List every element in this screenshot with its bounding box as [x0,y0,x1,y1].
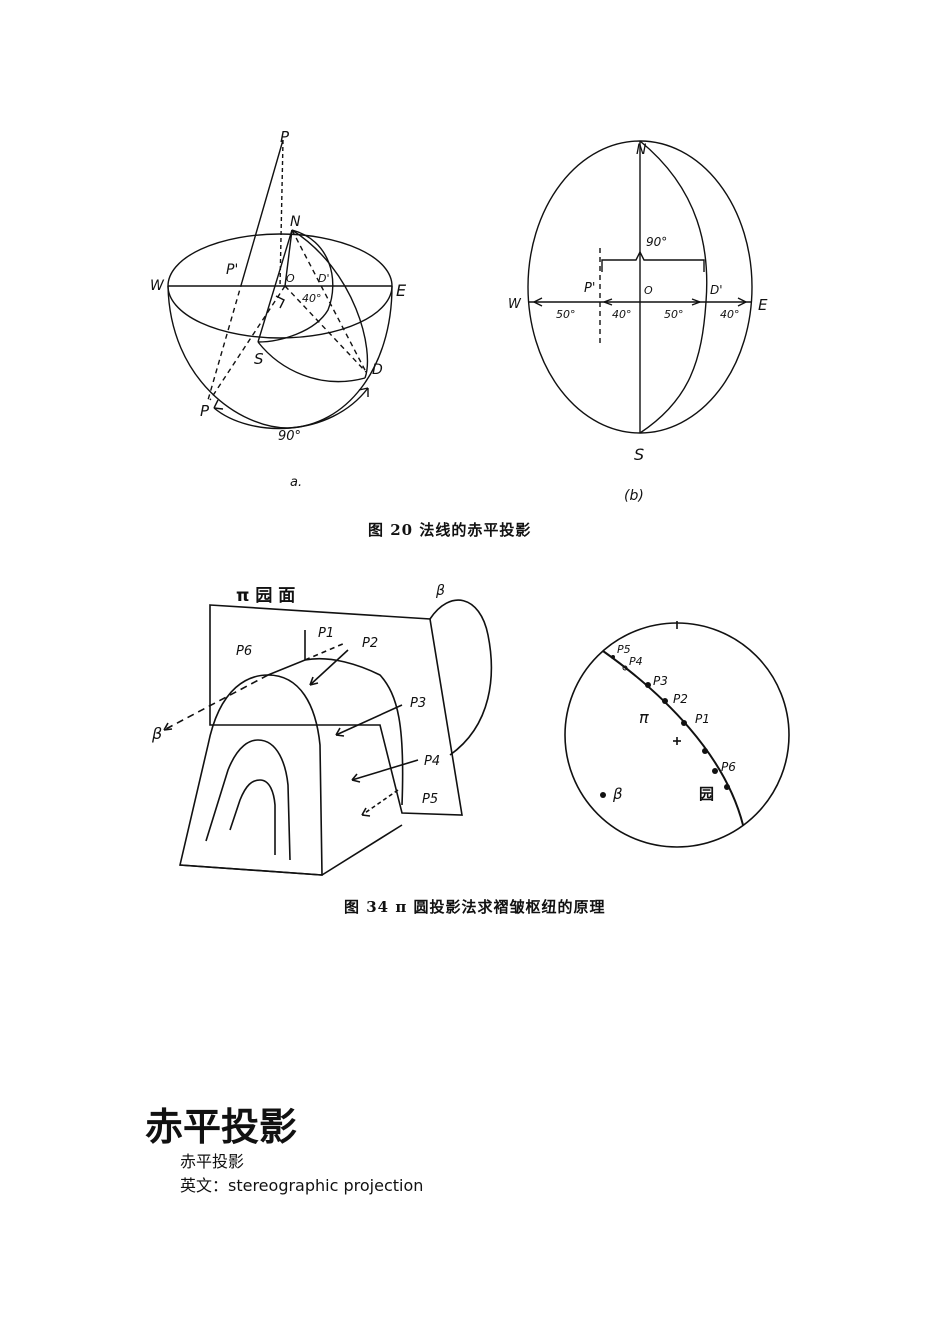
label-p-prime: P' [226,262,238,278]
label-arc: 90° [278,429,301,444]
figure-20-b: N S W E P' O D' 90° 50° 40° 50° 40° (b) [508,140,768,504]
label-p5: P5 [617,643,631,656]
label-w: W [150,278,165,294]
label-sub-a: a. [290,475,302,490]
label-p4: P4 [424,754,440,769]
label-w: W [508,297,522,312]
label-s: S [634,445,644,464]
label-o: O [286,272,295,285]
label-circle: 园 [699,785,714,803]
label-p5: P5 [422,792,438,807]
label-beta: β [151,724,162,743]
label-d-prime: D' [318,272,330,285]
label-sub-b: (b) [624,488,644,504]
label-d1: 50° [556,308,576,321]
article-heading: 赤平投影 [145,1104,298,1149]
label-p6: P6 [236,644,252,659]
label-n: N [290,214,301,230]
figure-20-a: P N W E P' O D' 40° S D P 90° a. [150,128,407,490]
figure-34-stereonet: P5 P4 P3 P2 P1 P6 π β 园 [564,621,790,848]
label-brace: 90° [646,235,667,249]
label-pi-plane: π 园 面 [236,586,295,606]
label-o: O [644,284,653,297]
label-p-top: P [280,128,290,146]
label-p1: P1 [318,626,334,641]
article-line-1: 赤平投影 [180,1152,245,1171]
label-d-prime: D' [710,283,723,297]
label-d2: 40° [612,308,632,321]
label-p1: P1 [695,712,710,726]
figure-34-caption: 图 34 π 圆投影法求褶皱枢纽的原理 [344,898,606,916]
label-d4: 40° [720,308,740,321]
label-s: S [254,350,264,368]
stereonet-circle [564,622,790,848]
label-e: E [758,296,768,314]
label-p2: P2 [673,692,688,706]
label-p6: P6 [721,760,736,774]
label-e: E [396,281,407,300]
label-p4: P4 [629,655,643,668]
figure-34-fold: π 园 面 β P1 P2 P3 P4 P5 P6 β [151,583,493,876]
label-p2: P2 [362,636,378,651]
pi-great-circle [602,650,744,826]
label-p-bottom: P [200,402,210,420]
label-beta-top: β [435,583,445,599]
label-beta: β [612,785,623,803]
label-p-prime: P' [584,281,595,296]
label-p3: P3 [410,696,426,711]
label-angle: 40° [302,292,322,305]
label-n: N [636,142,647,158]
label-p3: P3 [653,674,668,688]
fold-outer [179,674,323,876]
label-pi: π [639,708,649,727]
figure-20-caption: 图 20 法线的赤平投影 [368,521,532,539]
label-d3: 50° [664,308,684,321]
article-line-2: 英文：stereographic projection [180,1176,424,1195]
label-d: D [372,362,383,378]
